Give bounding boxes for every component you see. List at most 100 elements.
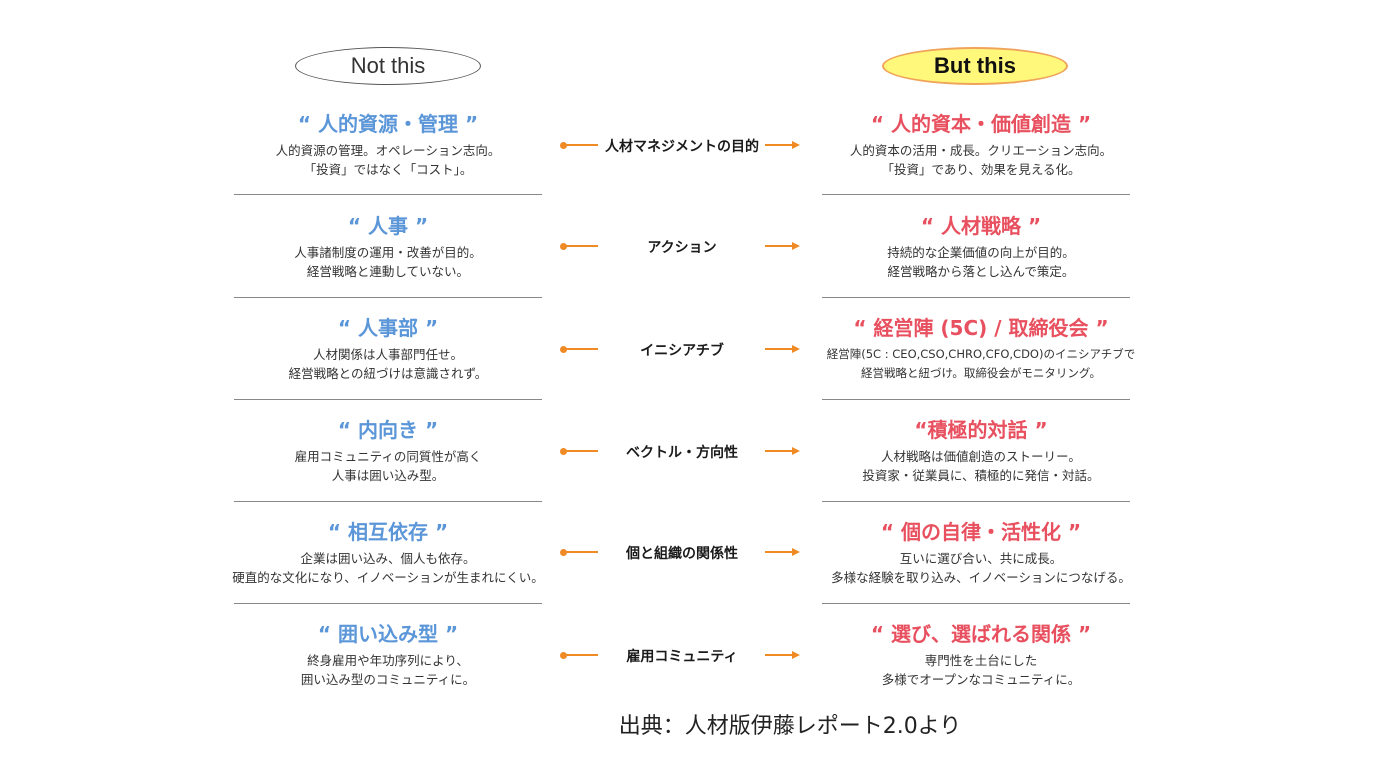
arrow-head-icon (792, 651, 800, 659)
description-line: 投資家・従業員に、積極的に発信・対話。 (862, 468, 1100, 483)
description-line: 企業は囲い込み、個人も依存。 (300, 551, 476, 566)
description-line: 「投資」であり、効果を見える化。 (881, 162, 1081, 177)
row-divider (234, 501, 542, 502)
connector-line-left (564, 144, 598, 146)
connector-line-left (564, 654, 598, 656)
description-line: 多様な経験を取り込み、イノベーションにつなげる。 (831, 570, 1131, 585)
but-this-description: 専門性を土台にした多様でオープンなコミュニティに。 (818, 651, 1144, 689)
connector-line-right (765, 144, 793, 146)
not-this-description: 人材関係は人事部門任せ。経営戦略との紐づけは意識されず。 (232, 345, 544, 383)
but-this-item: “ 経営陣 (5C) / 取締役会 ” 経営陣(5C : CEO,CSO,CHRO… (818, 316, 1144, 383)
description-line: 経営陣(5C : CEO,CSO,CHRO,CFO,CDO)のイニシアチブで (826, 347, 1136, 361)
description-line: 人的資源の管理。オペレーション志向。 (275, 143, 501, 158)
but-this-item: “ 人材戦略 ”持続的な企業価値の向上が目的。経営戦略から落とし込んで策定。 (818, 214, 1144, 281)
description-line: 人材関係は人事部門任せ。 (312, 347, 463, 362)
but-this-title: “積極的対話 ” (914, 418, 1048, 442)
not-this-description: 企業は囲い込み、個人も依存。硬直的な文化になり、イノベーションが生まれにくい。 (232, 549, 544, 587)
but-this-description: 人的資本の活用・成長。クリエーション志向。「投資」であり、効果を見える化。 (818, 141, 1144, 179)
but-this-description: 経営陣(5C : CEO,CSO,CHRO,CFO,CDO)のイニシアチブで経営… (818, 345, 1144, 383)
description-line: 人的資本の活用・成長。クリエーション志向。 (849, 143, 1113, 158)
not-this-item: “ 人的資源・管理 ” 人的資源の管理。オペレーション志向。「投資」ではなく「コス… (232, 112, 544, 179)
category-label: ベクトル・方向性 (626, 445, 738, 461)
connector-dot (560, 243, 567, 250)
category-label: アクション (647, 240, 717, 256)
but-this-item: “ 選び、選ばれる関係 ” 専門性を土台にした多様でオープンなコミュニティに。 (818, 622, 1144, 689)
not-this-item: “ 囲い込み型 ” 終身雇用や年功序列により、囲い込み型のコミュニティに。 (232, 622, 544, 689)
connector-line-left (564, 450, 598, 452)
description-line: 雇用コミュニティの同質性が高く (294, 449, 482, 464)
but-this-header: But this (882, 47, 1068, 85)
connector-dot (560, 652, 567, 659)
connector-dot (560, 346, 567, 353)
row-divider (234, 399, 542, 400)
connector-line-right (765, 245, 793, 247)
but-this-title: “ 選び、選ばれる関係 ” (870, 622, 1092, 646)
description-line: 人事諸制度の運用・改善が目的。 (294, 245, 482, 260)
category-label: 人材マネジメントの目的 (605, 139, 759, 155)
not-this-title: “ 相互依存 ” (327, 520, 449, 544)
arrow-head-icon (792, 548, 800, 556)
connector-line-left (564, 348, 598, 350)
description-line: 多様でオープンなコミュニティに。 (881, 672, 1081, 687)
not-this-title: “ 内向き ” (337, 418, 439, 442)
row-divider (822, 501, 1130, 502)
not-this-item: “ 人事 ”人事諸制度の運用・改善が目的。経営戦略と連動していない。 (232, 214, 544, 281)
but-this-title: “ 人的資本・価値創造 ” (870, 112, 1092, 136)
connector-dot (560, 448, 567, 455)
connector-line-right (765, 654, 793, 656)
description-line: 終身雇用や年功序列により、 (307, 653, 469, 668)
row-divider (822, 297, 1130, 298)
connector-line-right (765, 551, 793, 553)
description-line: 互いに選び合い、共に成長。 (899, 551, 1063, 566)
description-line: 経営戦略と連動していない。 (306, 264, 470, 279)
description-line: 経営戦略から落とし込んで策定。 (887, 264, 1075, 279)
not-this-title: “ 人事部 ” (337, 316, 439, 340)
description-line: 人事は囲い込み型。 (331, 468, 445, 483)
row-divider (234, 297, 542, 298)
but-this-description: 人材戦略は価値創造のストーリー。投資家・従業員に、積極的に発信・対話。 (818, 447, 1144, 485)
connector-dot (560, 549, 567, 556)
row-divider (234, 603, 542, 604)
but-this-title: “ 個の自律・活性化 ” (880, 520, 1082, 544)
category-label: イニシアチブ (640, 343, 724, 359)
description-line: 持続的な企業価値の向上が目的。 (887, 245, 1075, 260)
not-this-description: 人事諸制度の運用・改善が目的。経営戦略と連動していない。 (232, 243, 544, 281)
but-this-description: 互いに選び合い、共に成長。多様な経験を取り込み、イノベーションにつなげる。 (818, 549, 1144, 587)
description-line: 人材戦略は価値創造のストーリー。 (881, 449, 1081, 464)
connector-line-right (765, 348, 793, 350)
source-citation: 出典：人材版伊藤レポート2.0より (618, 714, 962, 739)
not-this-description: 雇用コミュニティの同質性が高く人事は囲い込み型。 (232, 447, 544, 485)
row-divider (234, 194, 542, 195)
arrow-head-icon (792, 345, 800, 353)
not-this-header: Not this (295, 47, 481, 85)
connector-line-right (765, 450, 793, 452)
not-this-title: “ 囲い込み型 ” (317, 622, 459, 646)
category-label: 雇用コミュニティ (626, 649, 738, 665)
not-this-item: “ 相互依存 ” 企業は囲い込み、個人も依存。硬直的な文化になり、イノベーションが… (232, 520, 544, 587)
description-line: 専門性を土台にした (924, 653, 1038, 668)
row-divider (822, 603, 1130, 604)
description-line: 囲い込み型のコミュニティに。 (300, 672, 476, 687)
not-this-item: “ 人事部 ” 人材関係は人事部門任せ。経営戦略との紐づけは意識されず。 (232, 316, 544, 383)
arrow-head-icon (792, 242, 800, 250)
but-this-item: “積極的対話 ” 人材戦略は価値創造のストーリー。投資家・従業員に、積極的に発信・… (818, 418, 1144, 485)
category-label: 個と組織の関係性 (626, 546, 738, 562)
but-this-description: 持続的な企業価値の向上が目的。経営戦略から落とし込んで策定。 (818, 243, 1144, 281)
connector-line-left (564, 551, 598, 553)
but-this-item: “ 人的資本・価値創造 ” 人的資本の活用・成長。クリエーション志向。「投資」であ… (818, 112, 1144, 179)
row-divider (822, 194, 1130, 195)
description-line: 「投資」ではなく「コスト」。 (303, 162, 473, 177)
description-line: 経営戦略と紐づけ。取締役会がモニタリング。 (860, 366, 1101, 380)
not-this-description: 人的資源の管理。オペレーション志向。「投資」ではなく「コスト」。 (232, 141, 544, 179)
not-this-title: “ 人的資源・管理 ” (297, 112, 479, 136)
arrow-head-icon (792, 447, 800, 455)
connector-dot (560, 142, 567, 149)
description-line: 経営戦略との紐づけは意識されず。 (288, 366, 488, 381)
row-divider (822, 399, 1130, 400)
description-line: 硬直的な文化になり、イノベーションが生まれにくい。 (232, 570, 544, 585)
but-this-title: “ 経営陣 (5C) / 取締役会 ” (853, 316, 1109, 340)
not-this-description: 終身雇用や年功序列により、囲い込み型のコミュニティに。 (232, 651, 544, 689)
not-this-item: “ 内向き ” 雇用コミュニティの同質性が高く人事は囲い込み型。 (232, 418, 544, 485)
but-this-item: “ 個の自律・活性化 ” 互いに選び合い、共に成長。多様な経験を取り込み、イノベー… (818, 520, 1144, 587)
connector-line-left (564, 245, 598, 247)
